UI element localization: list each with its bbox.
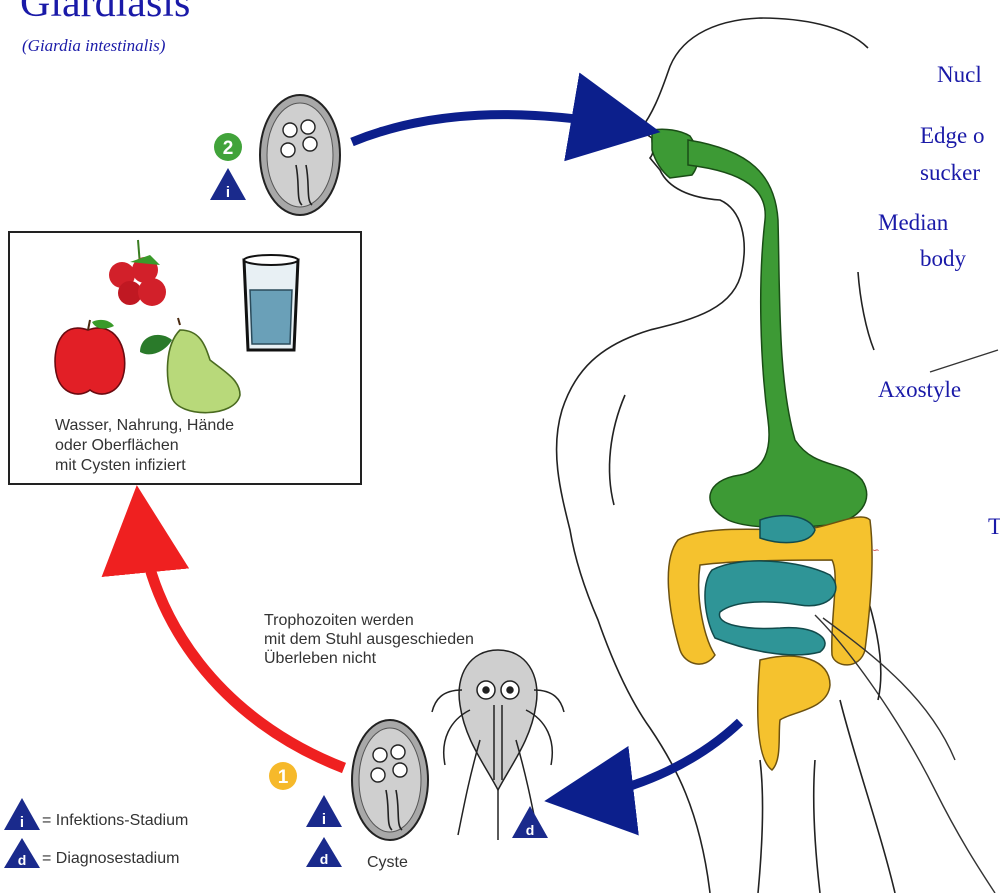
water-glass-icon xyxy=(244,255,298,350)
page-subtitle: (Giardia intestinalis) xyxy=(22,36,166,55)
svg-text:i: i xyxy=(20,814,24,831)
page-title: Giardiasis xyxy=(20,0,190,26)
label-median-line1: Median xyxy=(878,210,949,235)
cyst-label: Cyste xyxy=(367,854,408,871)
trophozoite-note-line-2: mit dem Stuhl ausgeschieden xyxy=(264,631,474,648)
diagnostic-stage-badge-1: d xyxy=(306,837,342,867)
contamination-source-box: Wasser, Nahrung, Hände oder Oberflächen … xyxy=(9,232,361,484)
legend-infective-symbol: i xyxy=(4,798,40,831)
label-nucleus: Nucl xyxy=(937,62,982,87)
stage-2-number: 2 xyxy=(223,138,234,159)
stage-1-number: 1 xyxy=(278,767,289,788)
arrow-excretion xyxy=(580,722,740,797)
svg-text:d: d xyxy=(18,852,27,868)
source-box-line-1: Wasser, Nahrung, Hände xyxy=(55,417,234,434)
signature-mark: ∽ xyxy=(872,546,880,556)
trophozoite-note-line-1: Trophozoiten werden xyxy=(264,612,414,629)
digestive-tract-upper xyxy=(652,129,867,527)
cyst-icon-excreted xyxy=(352,720,428,840)
label-axostyle: Axostyle xyxy=(878,377,961,402)
label-edge-line2: sucker xyxy=(920,160,980,185)
cyst-icon xyxy=(260,95,340,215)
trophozoite-icon xyxy=(432,650,564,840)
legend-diagnostic-symbol: d xyxy=(4,838,40,868)
svg-text:d: d xyxy=(320,851,329,867)
legend: i = Infektions-Stadium d = Diagnosestadi… xyxy=(4,798,188,868)
svg-text:i: i xyxy=(322,811,326,828)
label-partial-t: T xyxy=(988,514,1000,539)
svg-text:i: i xyxy=(226,184,230,201)
stage-2-group: 2 i xyxy=(210,95,340,215)
label-edge-line1: Edge o xyxy=(920,123,985,148)
infective-stage-badge-1: i xyxy=(306,795,342,828)
arrow-ingestion xyxy=(352,115,625,142)
trophozoite-note-line-3: Überleben nicht xyxy=(264,649,377,667)
legend-diagnostic-label: = Diagnosestadium xyxy=(42,850,179,867)
source-box-line-2: oder Oberflächen xyxy=(55,437,179,454)
svg-text:d: d xyxy=(526,822,535,838)
label-median-line2: body xyxy=(920,246,967,271)
legend-infective-label: = Infektions-Stadium xyxy=(42,812,188,829)
source-box-line-3: mit Cysten infiziert xyxy=(55,457,186,474)
diagnostic-stage-badge-trophozoite: d xyxy=(512,806,548,838)
infective-stage-badge-2: i xyxy=(210,168,246,201)
